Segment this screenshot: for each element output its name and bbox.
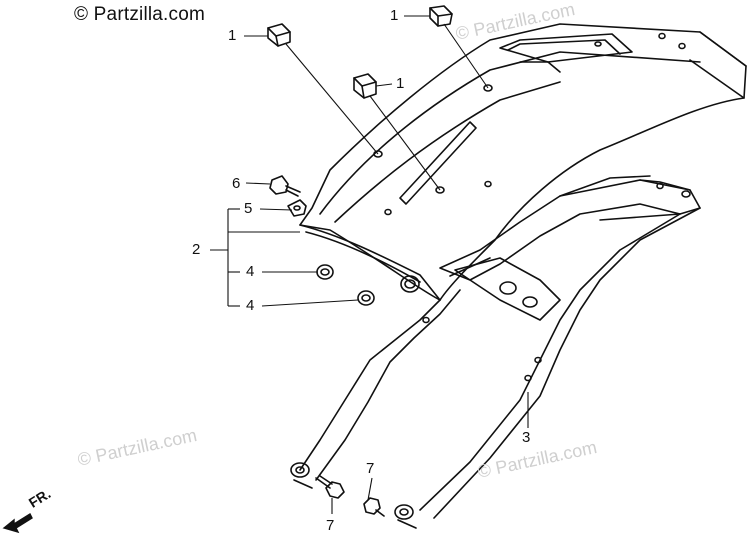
callout-6: 6 [232, 175, 241, 192]
bolt-7a [315, 475, 345, 499]
rear-subframe [290, 175, 701, 529]
callout-7-lower: 7 [326, 517, 335, 534]
rear-fender [299, 23, 747, 301]
callout-2: 2 [192, 241, 201, 258]
bolt-1b [429, 5, 453, 27]
callout-7-upper: 7 [366, 460, 375, 477]
bolt-1a [267, 23, 291, 47]
callout-1-left: 1 [228, 27, 237, 44]
callout-1-middle: 1 [396, 75, 405, 92]
callout-4-upper: 4 [246, 263, 255, 280]
copyright-text: © Partzilla.com [74, 4, 206, 25]
front-direction-arrow [2, 512, 33, 534]
callout-5: 5 [244, 200, 253, 217]
callout-4-lower: 4 [246, 297, 255, 314]
bolt-6 [269, 175, 301, 197]
bolt-1c [353, 73, 377, 99]
leader-lines [210, 15, 529, 514]
grommet-4a [316, 264, 334, 280]
grommet-4b [357, 290, 375, 306]
callout-1-top: 1 [390, 7, 399, 24]
bolt-7b [363, 497, 385, 517]
callout-3: 3 [522, 429, 531, 446]
washer-5 [287, 199, 307, 217]
